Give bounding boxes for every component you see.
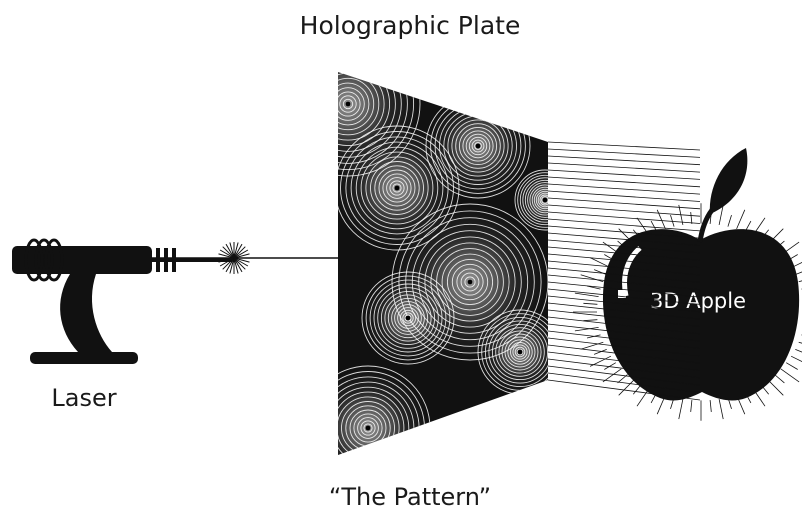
holographic-plate <box>338 72 548 455</box>
laser-icon <box>12 238 176 364</box>
apple-icon: 3D Apple <box>573 148 802 421</box>
pattern-caption: “The Pattern” <box>329 483 491 511</box>
laser-label: Laser <box>51 384 116 412</box>
apple-highlight-dot <box>618 290 626 298</box>
apple-leaf <box>709 148 748 214</box>
plate-title: Holographic Plate <box>300 11 521 40</box>
laser-spark-icon <box>218 242 250 274</box>
apple-stem <box>697 208 715 243</box>
reflected-rays <box>547 141 701 401</box>
